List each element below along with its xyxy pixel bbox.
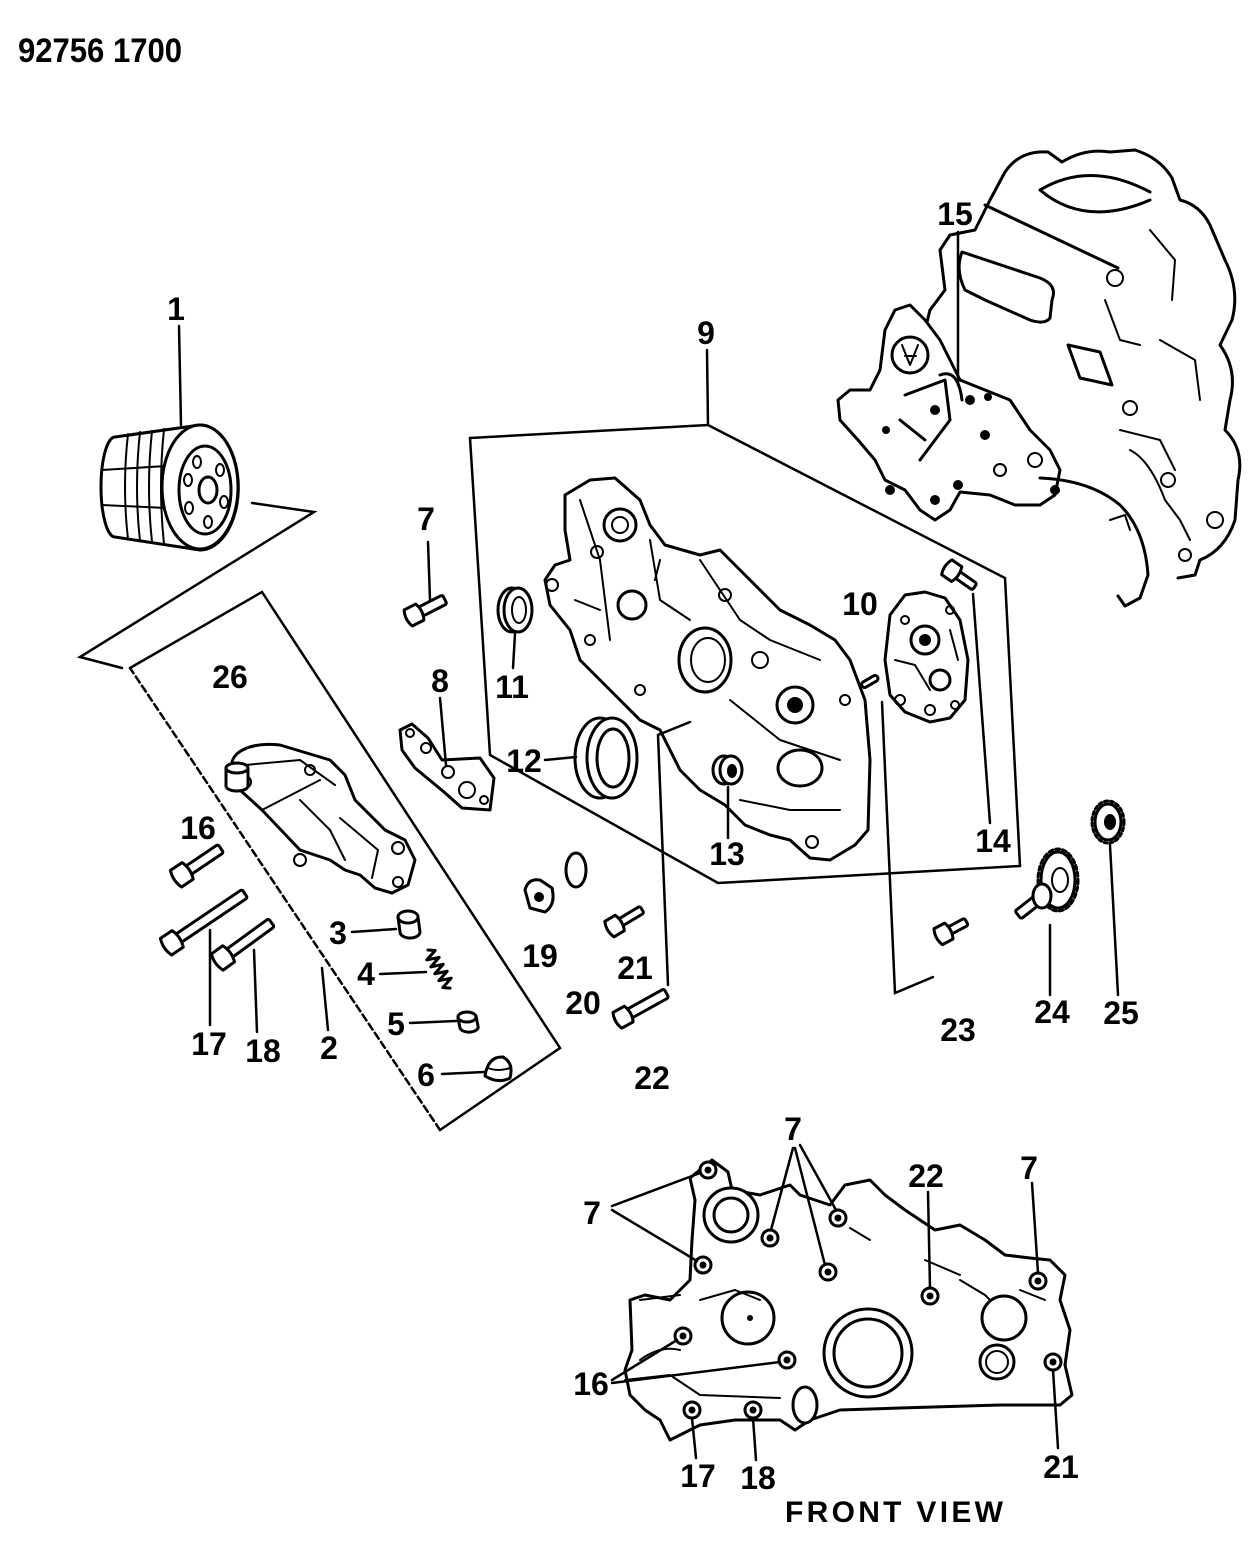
diagram-code: 92756 1700 — [18, 32, 182, 70]
callout-21: 21 — [617, 950, 653, 986]
bolt-7 — [402, 594, 448, 628]
filter-bracket-line — [76, 501, 318, 670]
front-callout-17: 17 — [680, 1458, 716, 1494]
leader-line — [705, 348, 710, 427]
callout-14: 14 — [975, 823, 1011, 859]
callout-20: 20 — [565, 985, 601, 1021]
front-view-case — [623, 1158, 1074, 1442]
washer-19 — [523, 878, 555, 914]
bolt-17 — [158, 888, 249, 957]
front-case — [543, 476, 872, 862]
leader-line — [438, 696, 448, 767]
callout-8: 8 — [431, 663, 449, 699]
callout-13: 13 — [709, 836, 745, 872]
callout-9: 9 — [697, 315, 715, 351]
callout-25: 25 — [1103, 995, 1139, 1031]
bolt-16 — [168, 843, 225, 889]
leader-line — [177, 324, 183, 427]
callout-19: 19 — [522, 938, 558, 974]
callout-4: 4 — [357, 956, 375, 992]
leader-line — [426, 540, 432, 602]
front-view-leaders — [610, 1143, 1060, 1462]
front-callout-21: 21 — [1043, 1449, 1079, 1485]
plug-3 — [396, 909, 422, 940]
cap-6 — [483, 1055, 513, 1083]
callout-11: 11 — [495, 669, 529, 705]
pump-bracket-outline — [128, 590, 562, 1132]
callout-6: 6 — [417, 1057, 435, 1093]
bolt-22 — [611, 988, 670, 1030]
seal-11 — [496, 586, 534, 634]
seal-12 — [573, 716, 639, 800]
bolt-14 — [940, 558, 978, 591]
callout-10: 10 — [842, 586, 878, 622]
bolt-23 — [932, 917, 970, 947]
callout-7: 7 — [417, 501, 435, 537]
leader-line — [511, 632, 517, 670]
callout-15: 15 — [937, 196, 973, 232]
callout-1: 1 — [167, 291, 185, 327]
callout-18: 18 — [245, 1033, 281, 1069]
leader-line — [971, 592, 992, 825]
front-view-title: FRONT VIEW — [785, 1496, 1004, 1529]
callout-26: 26 — [212, 659, 248, 695]
front-callout-16: 16 — [573, 1366, 609, 1402]
callout-3: 3 — [329, 915, 347, 951]
spring-4 — [425, 948, 453, 990]
pin-10 — [860, 674, 880, 689]
callout-24: 24 — [1034, 994, 1070, 1030]
plug-5 — [456, 1010, 480, 1034]
leader-line — [440, 1070, 486, 1076]
o-ring-20 — [564, 851, 588, 889]
callout-17: 17 — [191, 1026, 227, 1062]
leader-line — [543, 755, 578, 762]
leader-line — [378, 970, 428, 976]
oil-pump-housing — [230, 742, 417, 895]
gasket-8 — [398, 722, 496, 812]
front-callout-22: 22 — [908, 1158, 944, 1194]
callout-22: 22 — [634, 1060, 670, 1096]
gear-25 — [1090, 799, 1126, 845]
plug-26 — [224, 761, 250, 793]
pump-gear-plate — [883, 590, 970, 724]
front-callout-7-top: 7 — [784, 1111, 802, 1147]
exploded-view-callouts: 1 9 15 7 26 8 10 11 12 13 14 16 3 4 5 6 … — [167, 196, 1139, 1096]
front-callout-7-left: 7 — [583, 1195, 601, 1231]
oil-filter — [99, 423, 240, 552]
bolt-21 — [603, 905, 645, 939]
leader-line — [252, 948, 259, 1034]
front-callout-7-right: 7 — [1020, 1150, 1038, 1186]
front-view-callouts: 7 7 22 7 16 17 18 21 — [573, 1111, 1079, 1496]
leader-line — [880, 700, 935, 995]
front-callout-18: 18 — [740, 1460, 776, 1496]
engine-block — [836, 148, 1242, 608]
leader-line — [656, 720, 692, 987]
front-view-bolt-holes — [673, 1160, 1063, 1420]
callout-12: 12 — [506, 743, 542, 779]
leader-line — [350, 927, 398, 934]
leader-line — [1108, 843, 1120, 997]
bolt-18 — [209, 917, 276, 972]
leader-line — [408, 1019, 458, 1025]
leader-line — [320, 966, 330, 1032]
callout-16: 16 — [180, 810, 216, 846]
callout-2: 2 — [320, 1030, 338, 1066]
callout-23: 23 — [940, 1012, 976, 1048]
seal-13 — [711, 754, 744, 786]
gear-shaft-24 — [1014, 847, 1080, 920]
callout-5: 5 — [387, 1006, 405, 1042]
